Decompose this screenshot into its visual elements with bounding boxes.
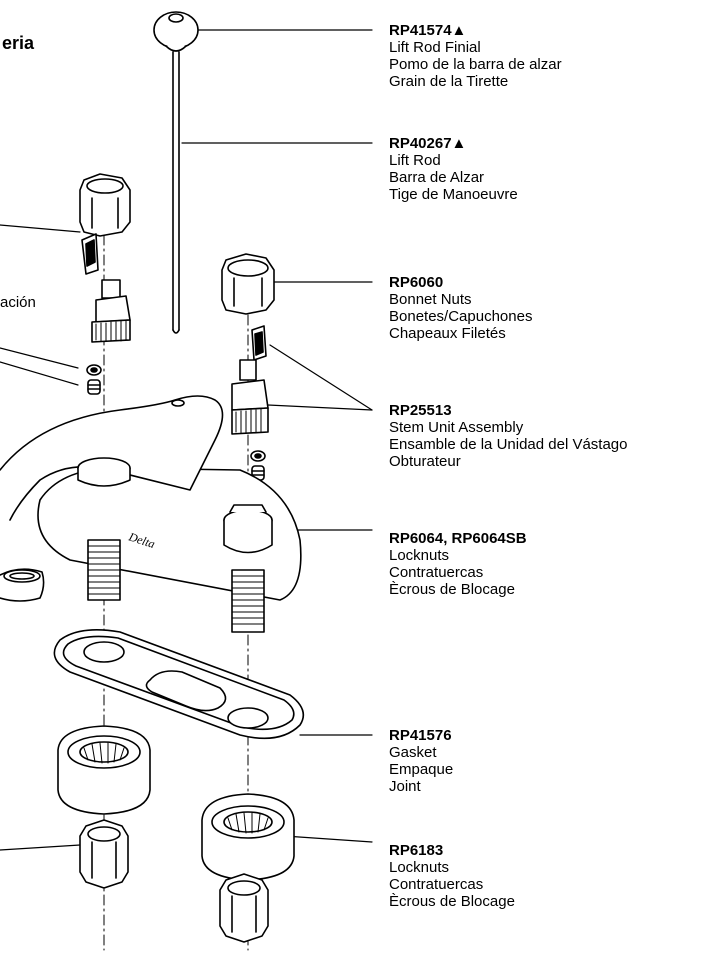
part-desc-fr: Obturateur (389, 453, 461, 470)
left-seat-spring (86, 364, 102, 395)
right-shank (231, 569, 265, 633)
part-desc-es: Contratuercas (389, 564, 484, 581)
part-desc-es: Barra de Alzar (389, 169, 485, 186)
part-number: RP6064, RP6064SB (389, 530, 527, 547)
left-label-fragment: ación (0, 294, 36, 311)
part-number: RP6060 (389, 274, 444, 291)
part-desc-en: Gasket (389, 744, 437, 761)
left-locknut (57, 725, 151, 815)
part-desc-es: Bonetes/Capuchones (389, 308, 533, 325)
part-desc-fr: Ècrous de Blocage (389, 893, 515, 910)
left-coupling-nut (79, 819, 129, 889)
part-desc-en: Stem Unit Assembly (389, 419, 524, 436)
part-label-lift-rod: RP40267▲ Lift Rod Barra de Alzar Tige de… (389, 135, 518, 203)
part-desc-es: Contratuercas (389, 876, 484, 893)
part-desc-es: Ensamble de la Unidad del Vástago (389, 436, 628, 453)
part-desc-en: Locknuts (389, 859, 450, 876)
left-bonnet-nut (79, 173, 131, 237)
part-number: RP40267▲ (389, 135, 467, 152)
part-desc-fr: Tige de Manoeuvre (389, 186, 518, 203)
part-label-gasket: RP41576 Gasket Empaque Joint (389, 727, 453, 795)
part-desc-en: Locknuts (389, 547, 450, 564)
part-label-locknuts-bottom: RP6183 Locknuts Contratuercas Ècrous de … (389, 842, 515, 910)
part-desc-en: Lift Rod Finial (389, 39, 481, 56)
faucet-body (0, 395, 302, 601)
part-number: RP41576 (389, 727, 452, 744)
page-title-fragment: eria (2, 33, 35, 53)
part-desc-fr: Grain de la Tirette (389, 73, 509, 90)
part-desc-en: Lift Rod (389, 152, 441, 169)
part-label-stem-unit: RP25513 Stem Unit Assembly Ensamble de l… (389, 402, 628, 470)
aerator-fragment (0, 568, 45, 602)
right-stem (231, 359, 269, 435)
part-desc-en: Bonnet Nuts (389, 291, 472, 308)
part-desc-fr: Chapeaux Filetés (389, 325, 506, 342)
part-desc-fr: Joint (389, 778, 421, 795)
lift-rod (172, 51, 180, 334)
part-number: RP6183 (389, 842, 444, 859)
left-stem (91, 279, 131, 343)
gasket-plate (53, 629, 305, 740)
right-locknut (201, 793, 295, 881)
left-cam (81, 233, 99, 275)
part-label-locknuts-top: RP6064, RP6064SB Locknuts Contratuercas … (389, 530, 527, 598)
part-desc-es: Empaque (389, 761, 454, 778)
right-cam (251, 325, 267, 361)
right-bonnet-nut (221, 253, 275, 315)
right-coupling-nut (219, 873, 269, 943)
part-label-bonnet-nuts: RP6060 Bonnet Nuts Bonetes/Capuchones Ch… (389, 274, 532, 342)
lift-rod-finial (153, 11, 199, 52)
left-shank (87, 539, 121, 601)
part-desc-fr: Ècrous de Blocage (389, 581, 515, 598)
part-number: RP25513 (389, 402, 452, 419)
part-desc-es: Pomo de la barra de alzar (389, 56, 562, 73)
part-label-finial: RP41574▲ Lift Rod Finial Pomo de la barr… (389, 22, 562, 90)
part-number: RP41574▲ (389, 22, 467, 39)
